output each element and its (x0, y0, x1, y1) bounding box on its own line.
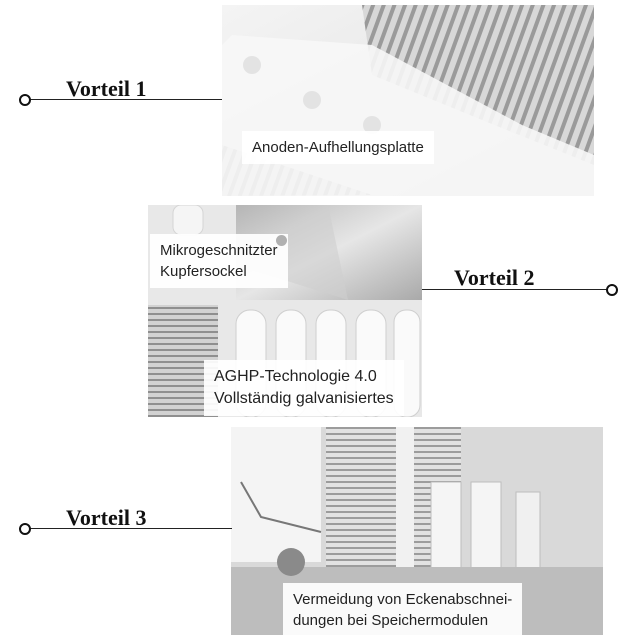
heading-vorteil-3: Vorteil 3 (66, 505, 147, 530)
caption-memory-clearance: Vermeidung von Eckenabschnei- dungen bei… (283, 583, 523, 637)
connector-dot-3 (19, 523, 31, 535)
connector-line-2 (422, 289, 608, 290)
connector-dot-1 (19, 94, 31, 106)
connector-line-3 (30, 528, 232, 529)
caption-copper-base: Mikrogeschnitzter Kupfersockel (150, 234, 288, 288)
heading-vorteil-2: Vorteil 2 (454, 265, 535, 290)
connector-dot-2 (606, 284, 618, 296)
status-dot-icon (276, 235, 287, 246)
heading-vorteil-1: Vorteil 1 (66, 76, 147, 101)
product-photo-anode-plate (222, 5, 594, 196)
caption-anode-plate: Anoden-Aufhellungsplatte (242, 131, 434, 164)
connector-line-1 (30, 99, 222, 100)
caption-aghp-technology: AGHP-Technologie 4.0 Vollständig galvani… (204, 360, 404, 416)
